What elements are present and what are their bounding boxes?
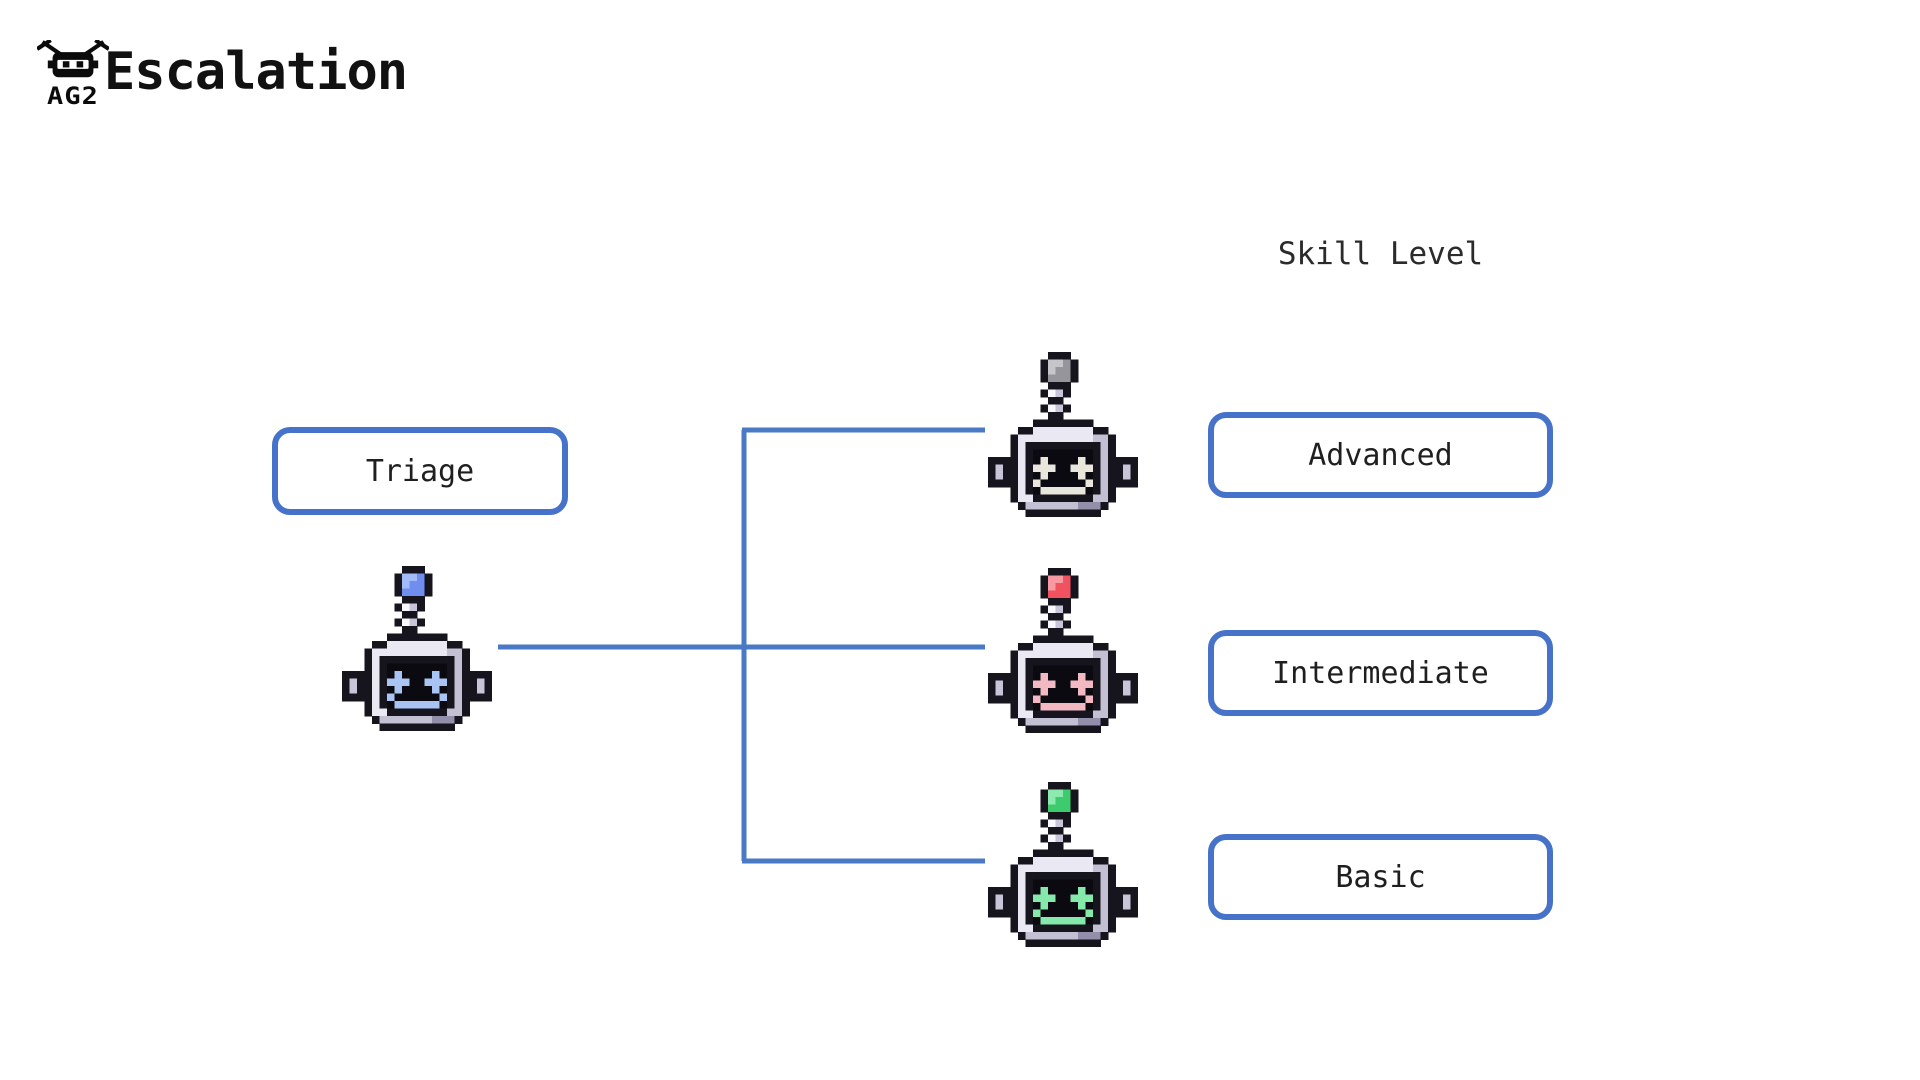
basic-node-box: Basic (1208, 834, 1553, 920)
triage-node-label: Triage (365, 453, 475, 489)
basic-node-label: Basic (1335, 859, 1426, 895)
basic-robot-icon (988, 782, 1138, 947)
advanced-node-label: Advanced (1308, 437, 1453, 473)
ag2-logo: AG2 (36, 40, 110, 110)
triage-node-box: Triage (272, 427, 568, 515)
ag2-robot-logo-icon (37, 40, 109, 78)
intermediate-robot-icon (988, 568, 1138, 733)
intermediate-node-label: Intermediate (1272, 655, 1489, 691)
advanced-node-box: Advanced (1208, 412, 1553, 498)
ag2-logo-text: AG2 (47, 82, 99, 110)
intermediate-node-box: Intermediate (1208, 630, 1553, 716)
triage-robot-icon (342, 566, 492, 731)
advanced-robot-icon (988, 352, 1138, 517)
page-title: Escalation (104, 42, 408, 102)
skill-level-column-label: Skill Level (1277, 236, 1484, 272)
